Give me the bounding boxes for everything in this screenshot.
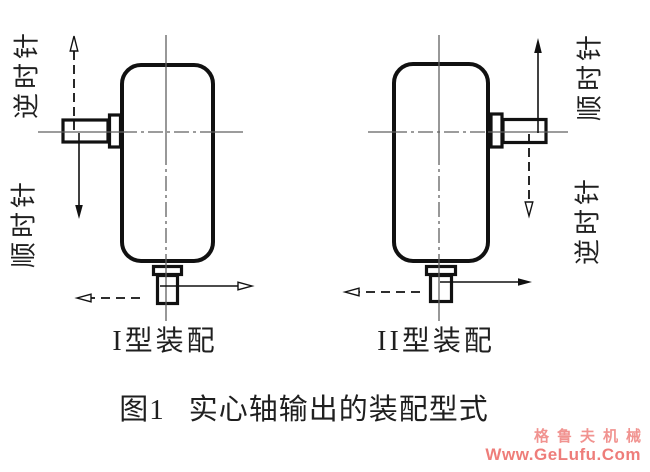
input-shaft-flange-2 — [489, 112, 504, 149]
watermark: 格鲁夫机械 Www.GeLufu.Com — [485, 429, 641, 464]
assembly-type-2: 顺时针 逆时针 II型装配 — [342, 31, 605, 357]
assembly-type-1: 逆时针 顺时针 I型装配 — [10, 29, 255, 357]
figure-caption-number: 图1 — [119, 394, 165, 426]
solid-up-arrowhead-2 — [534, 38, 542, 53]
rotation-label-top-1: 逆时针 — [13, 29, 42, 119]
output-shaft-1 — [155, 273, 180, 306]
watermark-brand-text: 格鲁夫机械 — [533, 429, 649, 445]
gearbox-body-1 — [120, 63, 215, 263]
type-label-1: I型装配 — [112, 325, 217, 357]
dashed-up-arrowhead-1 — [69, 35, 79, 52]
output-shaft-flange-2 — [424, 264, 458, 277]
watermark-url-text: Www.GeLufu.Com — [485, 444, 641, 464]
type-label-2: II型装配 — [377, 325, 495, 357]
output-shaft-flange-1 — [151, 264, 184, 277]
input-rotation-arrows-1 — [69, 35, 83, 219]
centerlines-2 — [368, 35, 568, 321]
rotation-label-bottom-1: 顺时针 — [10, 178, 39, 268]
input-rotation-arrows-2 — [524, 38, 542, 219]
rotation-label-top-2: 顺时针 — [576, 31, 605, 121]
output-direction-arrows-2 — [342, 278, 532, 297]
rotation-label-bottom-2: 逆时针 — [574, 175, 603, 265]
figure-caption: 图1 实心轴输出的装配型式 — [0, 386, 629, 428]
centerlines-1 — [38, 35, 243, 321]
output-direction-arrows-1 — [74, 281, 255, 303]
gearbox-body-2 — [392, 62, 490, 263]
input-shaft-2 — [501, 117, 548, 145]
solid-down-arrowhead-1 — [75, 205, 83, 219]
open-right-arrowhead-1 — [237, 281, 255, 291]
solid-right-arrowhead-2 — [518, 278, 532, 286]
input-shaft-1 — [61, 118, 110, 144]
assembly-diagram: 逆时针 顺时针 I型装配 — [10, 29, 605, 357]
open-left-arrowhead-1 — [74, 293, 92, 303]
figure-caption-text: 实心轴输出的装配型式 — [188, 394, 489, 426]
dashed-down-arrowhead-2 — [524, 201, 534, 219]
output-shaft-2 — [428, 273, 454, 304]
open-left-arrowhead-2 — [342, 287, 360, 297]
input-shaft-flange-1 — [107, 113, 123, 149]
